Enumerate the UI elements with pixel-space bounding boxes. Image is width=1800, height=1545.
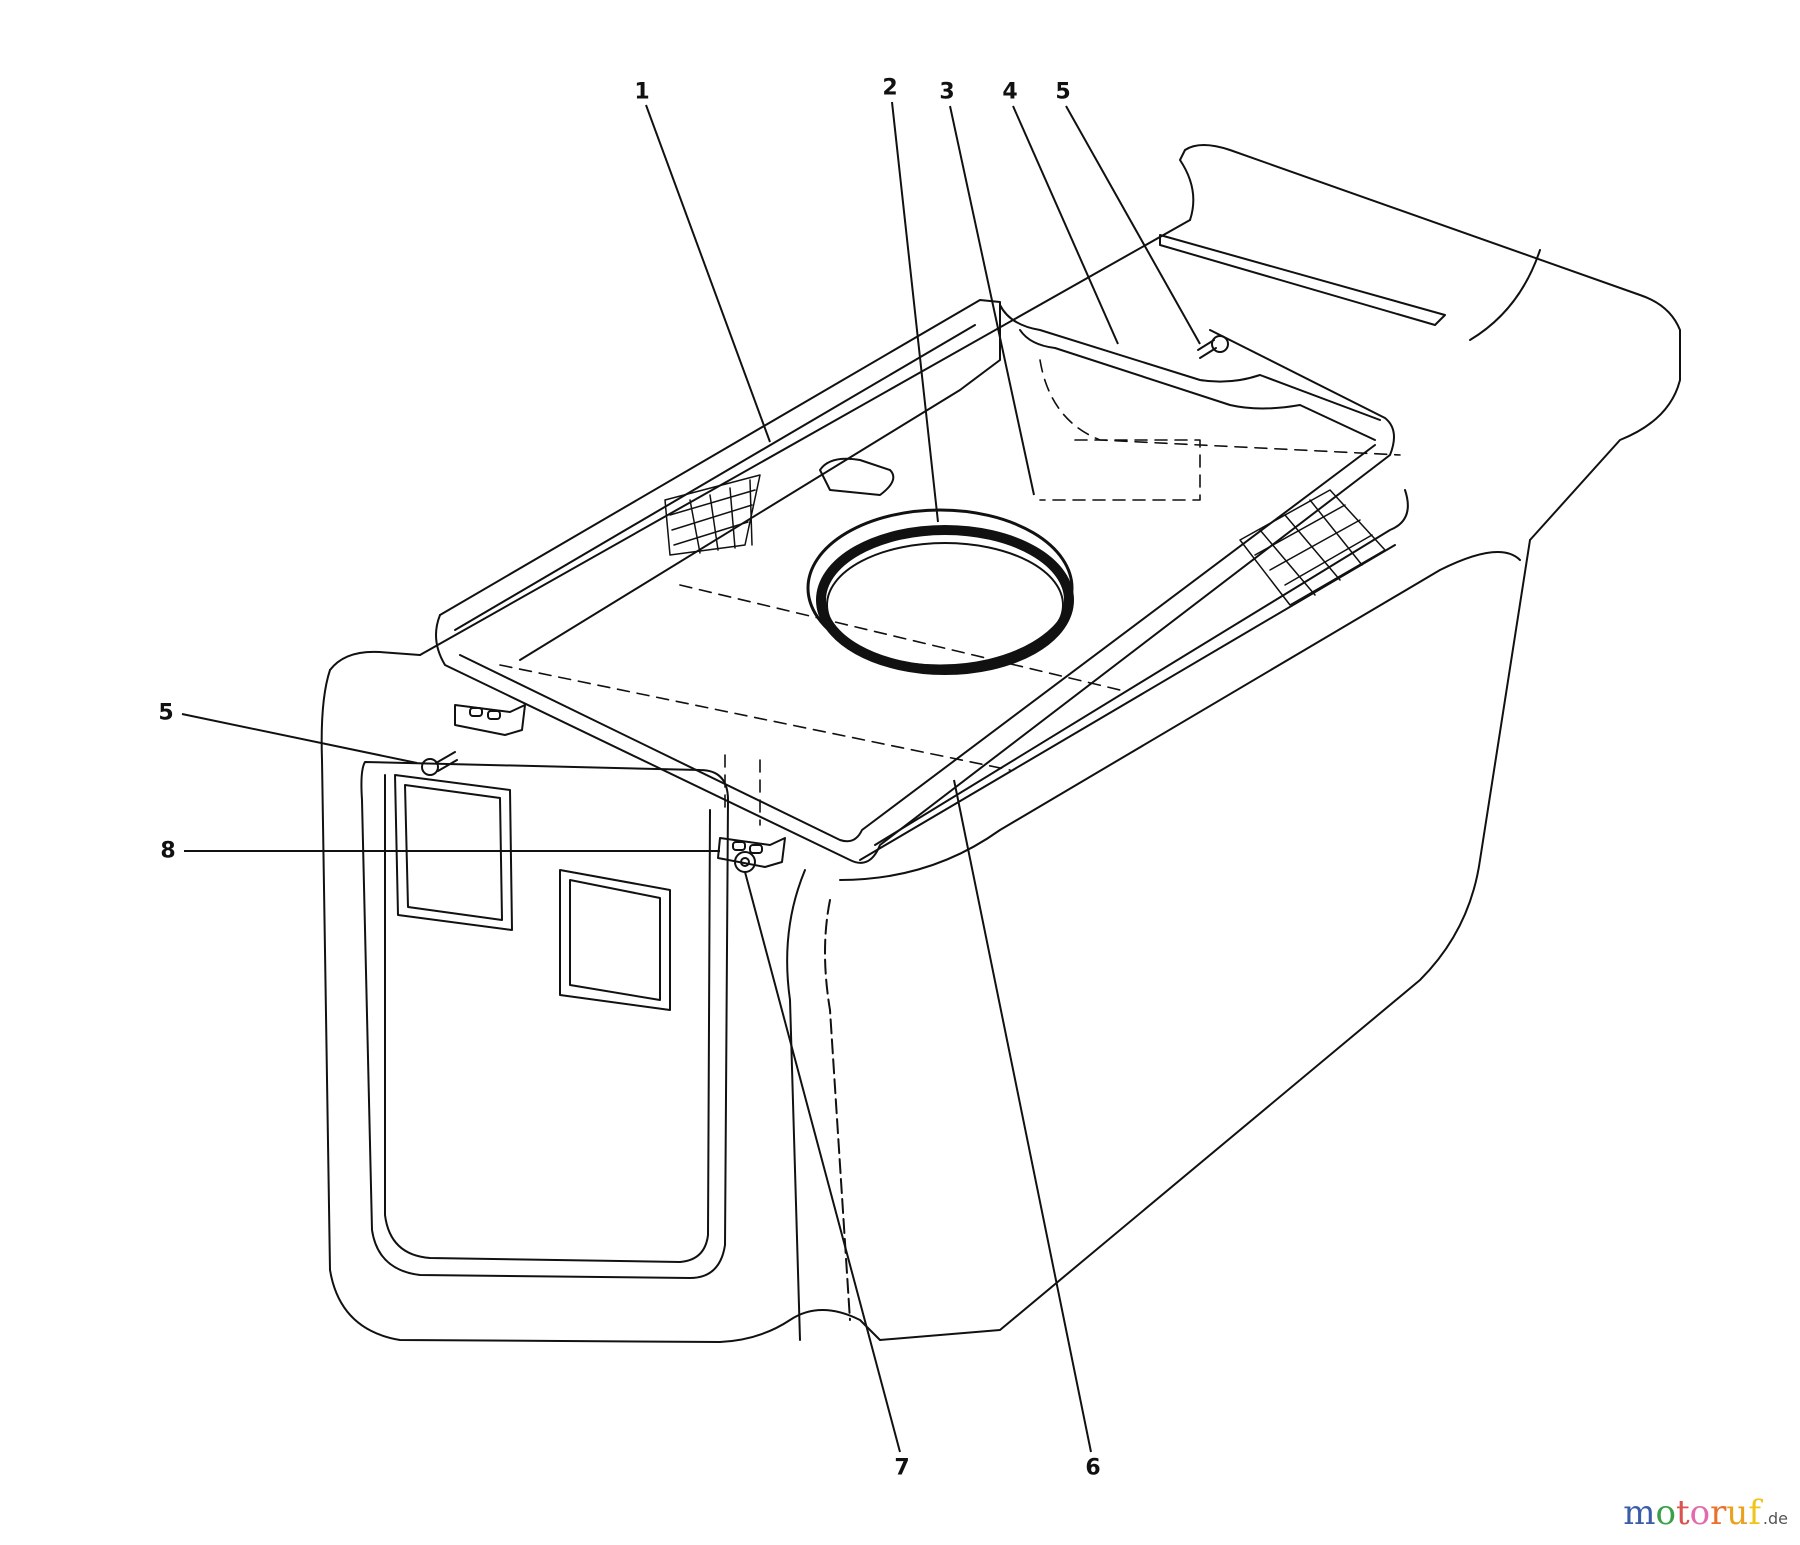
callout-3: 3 xyxy=(939,79,955,105)
callout-4: 4 xyxy=(1002,79,1018,105)
callout-6: 6 xyxy=(1085,1455,1101,1481)
watermark-letter: m xyxy=(1623,1493,1656,1533)
watermark-letter: f xyxy=(1748,1493,1761,1533)
opening-ring xyxy=(806,508,1074,675)
screw-top xyxy=(1197,335,1229,359)
watermark-letter: u xyxy=(1726,1493,1749,1533)
watermark-letter: t xyxy=(1675,1493,1690,1533)
bag-body xyxy=(320,144,1681,1343)
hinge-right xyxy=(717,837,786,868)
mesh-left xyxy=(664,474,761,556)
mesh-right xyxy=(1239,489,1386,606)
screw-left xyxy=(421,751,458,776)
callout-7: 7 xyxy=(894,1455,910,1481)
watermark-tld: .de xyxy=(1762,1509,1788,1528)
frame xyxy=(435,299,1409,864)
callout-5-top: 5 xyxy=(1055,79,1071,105)
watermark-letter: o xyxy=(1689,1493,1711,1533)
hinge-left xyxy=(454,704,526,736)
latch xyxy=(819,457,895,496)
callout-2: 2 xyxy=(882,75,898,101)
hidden-lines xyxy=(499,359,1401,826)
callout-8: 8 xyxy=(160,838,176,864)
watermark-letter: r xyxy=(1710,1493,1727,1533)
watermark-letter: o xyxy=(1655,1493,1676,1533)
watermark-logo: motoruf.de xyxy=(1623,1493,1788,1533)
callout-1: 1 xyxy=(634,79,650,105)
callout-5-left: 5 xyxy=(158,700,174,726)
